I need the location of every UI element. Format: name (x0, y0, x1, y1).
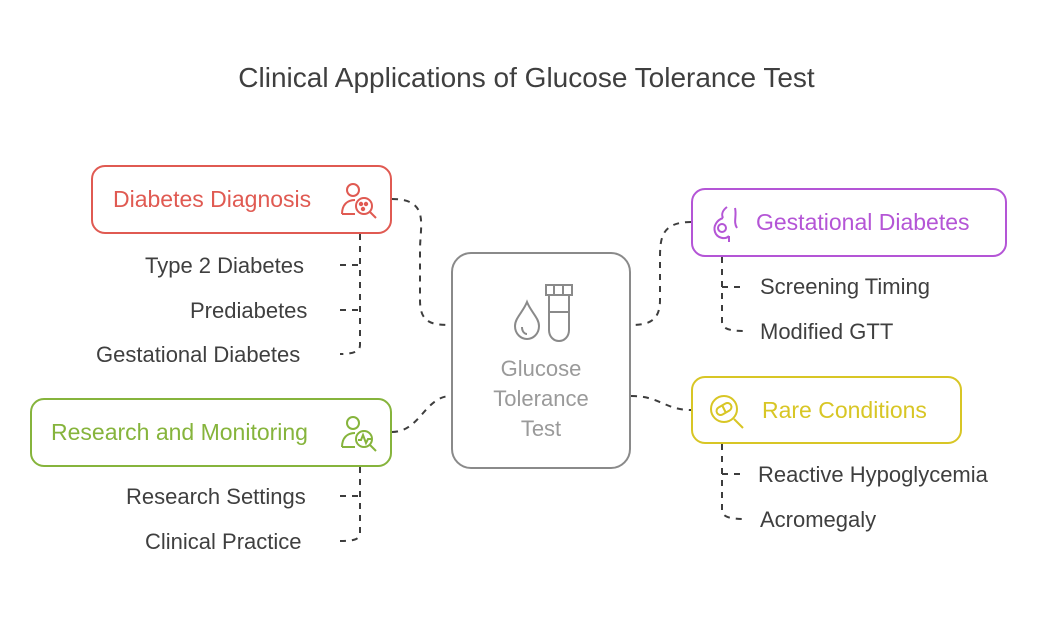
branch-research-monitoring: Research and Monitoring (30, 398, 392, 467)
branch-label: Rare Conditions (762, 396, 927, 423)
connector-rm-spine (339, 467, 361, 542)
branch-label: Diabetes Diagnosis (113, 186, 312, 212)
item-modified-gtt: Modified GTT (760, 319, 894, 344)
diagram-title: Clinical Applications of Glucose Toleran… (238, 62, 815, 93)
water-drop-icon (513, 299, 541, 341)
branch-gestational-diabetes: Gestational Diabetes (691, 188, 1007, 257)
center-node: Glucose Tolerance Test (451, 252, 631, 469)
test-tube-icon (545, 284, 573, 343)
center-label-line-1: Glucose (500, 356, 582, 381)
pill-magnifier-icon (710, 395, 744, 429)
branch-label: Gestational Diabetes (756, 209, 970, 235)
connector-research (391, 395, 452, 433)
item-screening-timing: Screening Timing (760, 274, 930, 299)
connector-gd-spine (721, 257, 746, 332)
item-research-settings: Research Settings (126, 484, 306, 509)
connector-rc-spine (721, 444, 746, 520)
item-clinical-practice: Clinical Practice (145, 529, 302, 554)
item-type-2-diabetes: Type 2 Diabetes (145, 253, 304, 278)
center-label-line-2: Tolerance (493, 386, 589, 411)
connector-gestational (630, 221, 692, 326)
item-acromegaly: Acromegaly (760, 507, 877, 532)
item-prediabetes: Prediabetes (190, 298, 308, 323)
branch-diabetes-diagnosis: Diabetes Diagnosis (91, 165, 392, 234)
connector-diabetes-diagnosis (391, 198, 452, 326)
connector-dd-spine (339, 234, 361, 355)
pregnancy-icon (713, 206, 738, 242)
person-chart-icon (341, 416, 377, 452)
item-gestational-diabetes: Gestational Diabetes (96, 342, 301, 367)
branch-label: Research and Monitoring (51, 419, 308, 445)
center-label-line-3: Test (520, 416, 562, 441)
center-label: Glucose Tolerance Test (453, 354, 629, 444)
item-reactive-hypoglycemia: Reactive Hypoglycemia (758, 462, 988, 487)
person-magnifier-icon (341, 183, 377, 219)
connector-rare (630, 395, 692, 411)
branch-rare-conditions: Rare Conditions (691, 376, 962, 444)
